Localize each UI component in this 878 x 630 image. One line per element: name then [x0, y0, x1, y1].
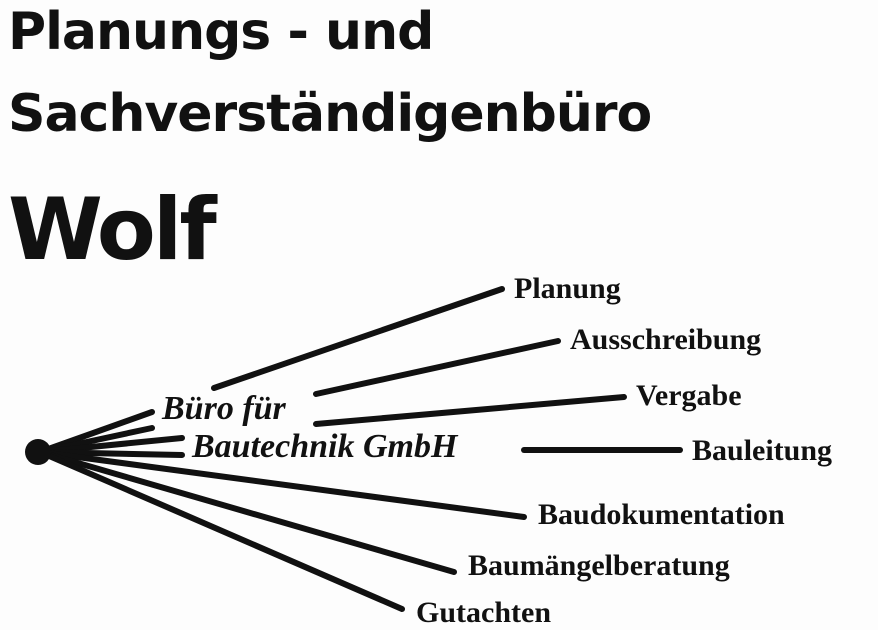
service-gutachten: Gutachten — [416, 596, 551, 629]
service-baudokumentation: Baudokumentation — [538, 498, 785, 531]
company-line-2: Bautechnik GmbH — [192, 428, 458, 465]
header-name: Wolf — [8, 180, 217, 280]
service-planung: Planung — [514, 272, 621, 305]
hub-dot-icon — [25, 439, 51, 465]
company-line-1: Büro für — [162, 390, 286, 427]
service-ausschreibung: Ausschreibung — [570, 323, 762, 356]
service-baumaengelberatung: Baumängelberatung — [468, 549, 730, 582]
header-line-1: Planungs - und — [8, 2, 434, 62]
header-line-2: Sachverständigenbüro — [8, 84, 652, 144]
service-bauleitung: Bauleitung — [692, 434, 833, 467]
service-vergabe: Vergabe — [636, 379, 742, 412]
